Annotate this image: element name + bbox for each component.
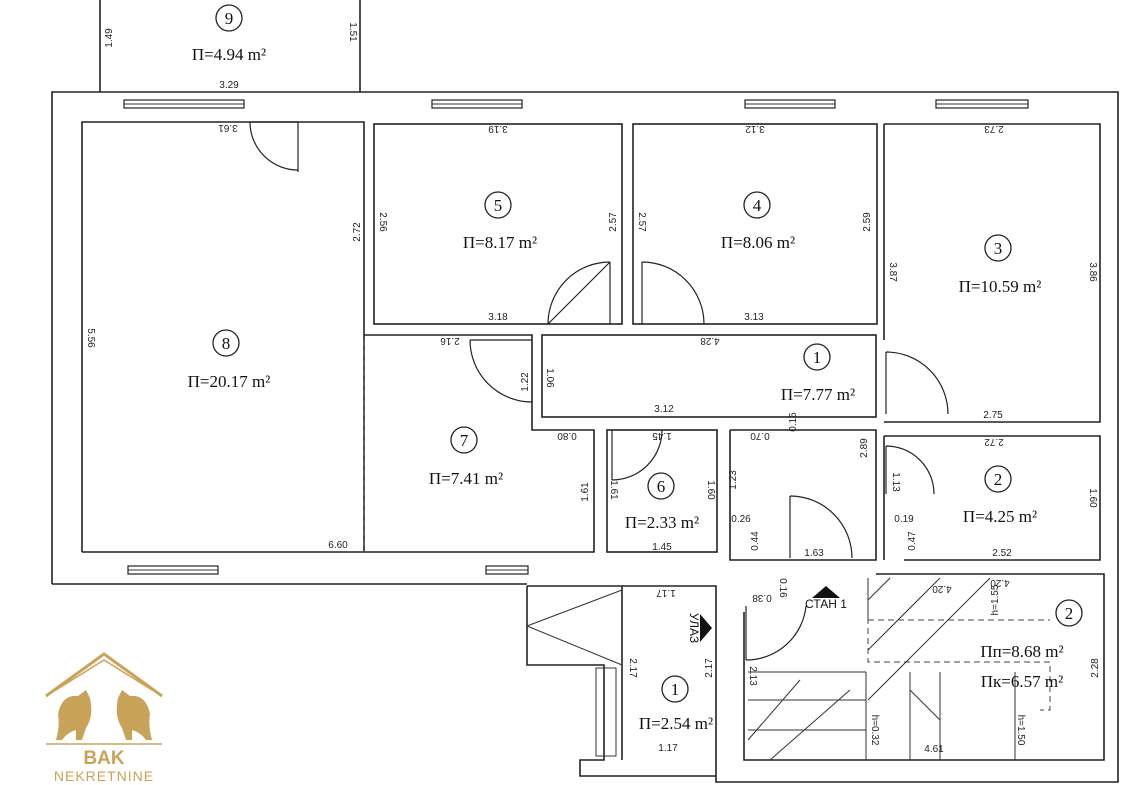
apartment-label: СТАН 1 xyxy=(805,597,847,611)
logo-sub: NEKRETNINE xyxy=(54,768,154,784)
entrance-room-1-number: 1 xyxy=(671,680,680,699)
dimension-label: 2.28 xyxy=(1090,658,1101,678)
dimension-label: 2.56 xyxy=(377,212,388,232)
room-1-number: 1 xyxy=(813,348,822,367)
balcony-9-walls xyxy=(99,0,361,92)
dimension-label: 1.61 xyxy=(580,482,591,502)
doors xyxy=(249,121,949,661)
room-9-number: 9 xyxy=(225,9,234,28)
dimension-label: 4.20 xyxy=(932,583,952,594)
dimension-label: 5.56 xyxy=(85,328,96,348)
dimension-label: 0.16 xyxy=(777,578,788,598)
room-7-number: 7 xyxy=(460,431,469,450)
room-2-number: 2 xyxy=(994,470,1003,489)
room-6-area: П=2.33 m² xyxy=(625,513,699,532)
dimension-label: 3.13 xyxy=(744,312,764,323)
dimension-label: 0.80 xyxy=(557,430,577,441)
dimension-label: 1.51 xyxy=(347,22,358,42)
room-7-area: П=7.41 m² xyxy=(429,469,503,488)
dimension-label: 2.73 xyxy=(984,123,1004,134)
dimension-label: 1.49 xyxy=(104,28,115,48)
dimension-label: 0.70 xyxy=(750,430,770,441)
entrance-room-1-area: П=2.54 m² xyxy=(639,714,713,733)
room-8-area: П=20.17 m² xyxy=(188,372,271,391)
stair-room-2-number: 2 xyxy=(1065,604,1074,623)
dimension-label: 2.72 xyxy=(984,436,1004,447)
room-1-area: П=7.77 m² xyxy=(781,385,855,404)
dimension-label: 3.61 xyxy=(218,122,238,133)
dimension-label: 2.17 xyxy=(627,658,638,678)
room-markers xyxy=(212,4,1083,703)
dimension-label: 2.16 xyxy=(440,335,460,346)
room-8-number: 8 xyxy=(222,334,231,353)
stair-room-2-floor-area: Пп=8.68 m² xyxy=(980,642,1063,661)
dimension-labels: 1.49 1.51 3.29 3.61 3.19 3.12 2.73 2.56 … xyxy=(85,22,1101,755)
dimension-label: 0.47 xyxy=(907,531,918,551)
room-5-number: 5 xyxy=(494,196,503,215)
bak-logo: BAK NEKRETNINE xyxy=(45,652,163,784)
staircase xyxy=(747,577,1051,761)
room-4-area: П=8.06 m² xyxy=(721,233,795,252)
dimension-label: 2.52 xyxy=(992,548,1012,559)
dimension-label: 0.38 xyxy=(752,592,772,603)
dimension-label: 2.57 xyxy=(608,212,619,232)
dimension-label: 2.17 xyxy=(704,658,715,678)
room-2-area: П=4.25 m² xyxy=(963,507,1037,526)
dimension-label: 3.86 xyxy=(1087,262,1098,282)
room-4-number: 4 xyxy=(753,196,762,215)
dimension-label: 1.22 xyxy=(520,372,531,392)
dimension-label: 2.59 xyxy=(862,212,873,232)
bull-icon xyxy=(56,690,92,740)
dimension-label: 2.13 xyxy=(747,666,758,686)
dimension-label: 0.16 xyxy=(788,412,799,432)
dimension-label: 1.17 xyxy=(658,743,678,754)
outer-walls xyxy=(51,91,1119,783)
apartment-arrow-icon xyxy=(812,586,840,598)
room-5-area: П=8.17 m² xyxy=(463,233,537,252)
dimension-label: 4.28 xyxy=(700,335,720,346)
room-6-number: 6 xyxy=(657,477,666,496)
stair-room-2-useful-area: Пк=6.57 m² xyxy=(981,672,1063,691)
dimension-label: h=1.50 xyxy=(1015,715,1026,746)
dimension-label: 2.75 xyxy=(983,410,1003,421)
dimension-label: 1.60 xyxy=(1087,488,1098,508)
dimension-label: 3.18 xyxy=(488,312,508,323)
dimension-label: 1.13 xyxy=(890,472,901,492)
dimension-label: 1.45 xyxy=(652,542,672,553)
dimension-label: 1.23 xyxy=(728,470,739,490)
dimension-label: 2.57 xyxy=(636,212,647,232)
room-3-area: П=10.59 m² xyxy=(959,277,1042,296)
dimension-label: 3.12 xyxy=(654,404,674,415)
dimension-label: 3.87 xyxy=(887,262,898,282)
dimension-label: 0.44 xyxy=(750,531,761,551)
dimension-label: 0.26 xyxy=(731,514,751,525)
logo-brand: BAK xyxy=(83,748,124,769)
dimension-label: 1.17 xyxy=(656,587,676,598)
entrance-label: УЛАЗ xyxy=(687,613,701,643)
dimension-label: 3.12 xyxy=(745,123,765,134)
dimension-label: 0.19 xyxy=(894,514,914,525)
dimension-label: 2.72 xyxy=(352,222,363,242)
dimension-label: h=1.55 xyxy=(990,584,1001,615)
dimension-label: 4.20 xyxy=(990,577,1010,588)
entrance-arrow-icon xyxy=(700,614,712,642)
dimension-label: 6.60 xyxy=(328,540,348,551)
dimension-label: 1.63 xyxy=(804,548,824,559)
room-3-number: 3 xyxy=(994,239,1003,258)
dimension-label: 1.45 xyxy=(652,430,672,441)
bear-icon xyxy=(116,690,152,740)
room-9-area: П=4.94 m² xyxy=(192,45,266,64)
dimension-label: 3.29 xyxy=(219,80,239,91)
dimension-label: 4.61 xyxy=(924,744,944,755)
windows xyxy=(123,99,1029,575)
dimension-label: 1.06 xyxy=(544,368,555,388)
dimension-label: 1.61 xyxy=(608,480,619,500)
dimension-label: 1.60 xyxy=(705,480,716,500)
dimension-label: 3.19 xyxy=(488,123,508,134)
dimension-label: h=0.32 xyxy=(869,715,880,746)
dimension-label: 2.89 xyxy=(859,438,870,458)
